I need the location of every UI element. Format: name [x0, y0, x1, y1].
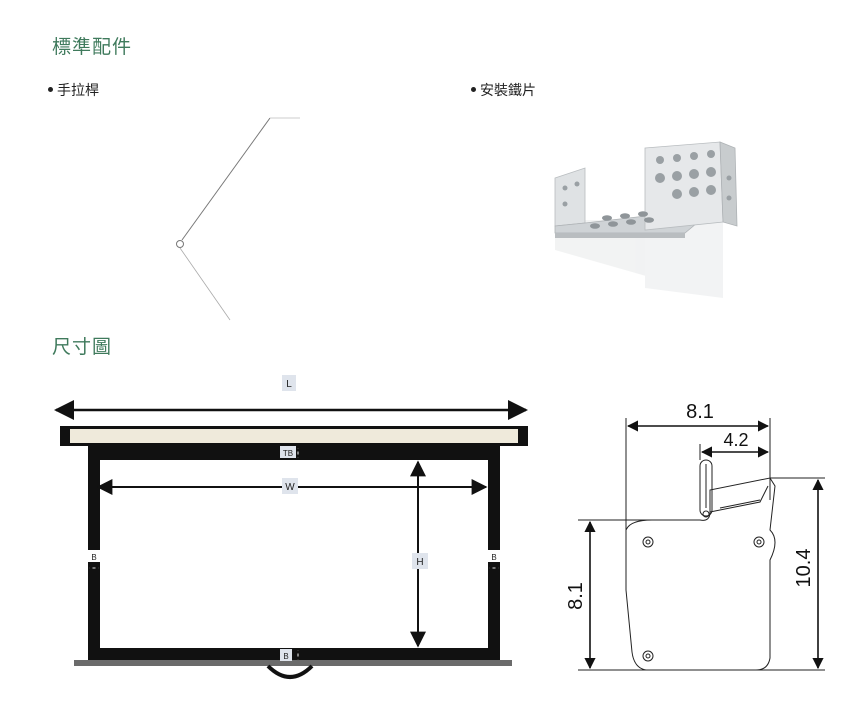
side-profile-diagram: 8.1 4.2 8.1 10.4: [565, 401, 825, 671]
dim-right-height: 10.4: [793, 549, 815, 588]
bullet-icon: [471, 86, 476, 92]
dim-left-height: 8.1: [565, 582, 587, 610]
length-label: L: [286, 379, 292, 390]
border-right-label: B: [491, 553, 496, 562]
dimensions-title: 尺寸圖: [52, 336, 113, 358]
width-label: W: [285, 482, 295, 493]
mounting-bracket-image: [554, 141, 738, 298]
dim-top-width: 8.1: [686, 401, 714, 423]
screen-dimension-diagram: L TB W H B B B: [54, 375, 528, 679]
pull-rod-label: 手拉桿: [57, 83, 99, 99]
dim-inner-width: 4.2: [723, 430, 748, 450]
bracket-label: 安裝鐵片: [480, 83, 536, 99]
top-border-label: TB: [283, 449, 293, 458]
bracket-label-row: 安裝鐵片: [471, 80, 536, 100]
height-label: H: [416, 557, 423, 568]
pull-rod-image: [176, 117, 300, 321]
bullet-icon: [48, 86, 53, 92]
accessories-title: 標準配件: [52, 36, 133, 58]
pull-rod-label-row: 手拉桿: [48, 80, 99, 100]
border-left-label: B: [91, 553, 96, 562]
border-bottom-label: B: [283, 652, 288, 661]
